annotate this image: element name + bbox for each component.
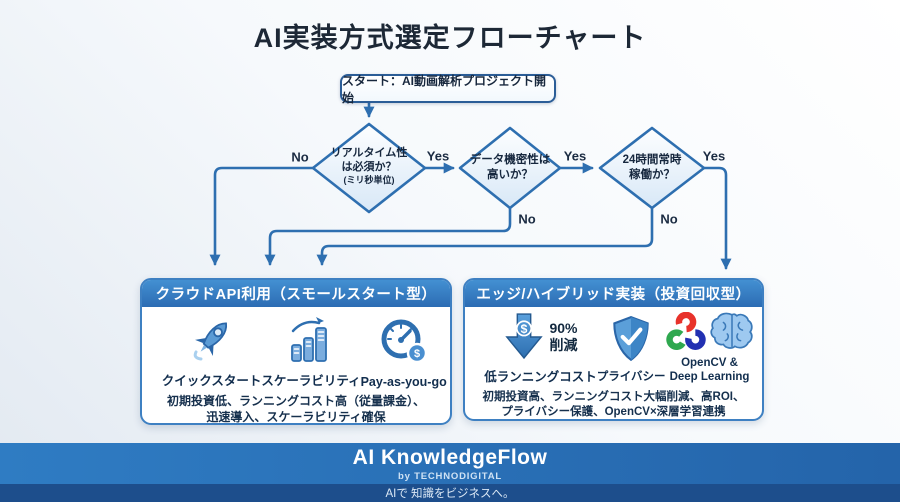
brand-name: AI KnowledgeFlow xyxy=(352,445,548,469)
low-running-cost-item: $ 90% 削減 低ランニングコスト xyxy=(484,309,597,385)
page-title: AI実装方式選定フローチャート xyxy=(253,23,647,53)
cloud-api-box: クラウドAPI利用（スモールスタート型） xyxy=(140,278,452,425)
pay-as-you-go-label: Pay-as-you-go xyxy=(360,375,447,389)
connector-d2-no xyxy=(264,206,512,266)
quick-start-label: クイックスタート xyxy=(161,374,262,388)
scalability-label: スケーラビリティ xyxy=(261,374,361,388)
cost-down-arrow-icon: $ xyxy=(505,312,544,359)
brand-byline: by TECHNODIGITAL xyxy=(398,470,502,482)
label-d3-no: No xyxy=(660,211,678,227)
privacy-shield-icon xyxy=(613,316,649,362)
footer-tagline-strip: AIで 知識をビジネスへ。 xyxy=(0,484,900,502)
flowchart-connectors xyxy=(209,101,732,270)
edge-hybrid-description: 初期投資高、ランニングコスト大幅削減、高ROI、 プライバシー保護、OpenCV… xyxy=(482,391,745,418)
dollar-glyph: $ xyxy=(414,348,420,360)
opencv-icon xyxy=(665,312,706,351)
label-d1-no: No xyxy=(291,149,309,165)
opencv-deep-learning-item: OpenCV & Deep Learning xyxy=(665,309,754,385)
decision-confidentiality-diamond xyxy=(458,126,562,210)
cloud-api-box-header: クラウドAPI利用（スモールスタート型） xyxy=(142,280,450,307)
connector-d3-yes xyxy=(702,166,732,270)
decision-24h-diamond xyxy=(598,126,706,210)
label-d2-no: No xyxy=(518,211,536,227)
brain-icon xyxy=(709,312,753,350)
label-d1-yes: Yes xyxy=(426,148,450,164)
pay-gauge-icon: $ xyxy=(381,319,427,364)
connector-d1-no xyxy=(209,166,315,266)
footer-band: AI KnowledgeFlow by TECHNODIGITAL xyxy=(0,443,900,484)
pay-as-you-go-item: $ Pay-as-you-go xyxy=(361,309,447,389)
cloud-api-description: 初期投資低、ランニングコスト高（従量課金）、 迅速導入、スケーラビリティ確保 xyxy=(166,394,425,424)
decision-24h-text: 24時間常時 稼働か？ xyxy=(622,154,682,181)
cost-reduction-badge: 90% 削減 xyxy=(549,320,578,353)
decision-confidentiality-text: データ機密性は 高いか？ xyxy=(469,154,551,181)
low-running-cost-label: 低ランニングコスト xyxy=(484,370,597,384)
decision-realtime-diamond xyxy=(311,122,427,214)
cloud-api-box-body: クイックスタート xyxy=(142,307,450,424)
footer-tagline: AIで 知識をビジネスへ。 xyxy=(385,488,515,500)
start-node: スタート：AI動画解析プロジェクト開始 xyxy=(340,74,556,105)
decision-realtime-text: リアルタイム性 は必須か？ (ミリ秒単位) xyxy=(330,146,408,185)
quick-start-item: クイックスタート xyxy=(161,309,262,389)
growth-chart-icon xyxy=(291,316,327,362)
privacy-item: プライバシー xyxy=(597,309,666,385)
connector-d3-no xyxy=(316,206,654,266)
privacy-label: プライバシー xyxy=(596,371,666,384)
dollar-glyph: $ xyxy=(521,322,528,336)
edge-hybrid-box: エッジ/ハイブリッド実装（投資回収型） $ xyxy=(463,278,764,421)
opencv-deep-learning-label: OpenCV & Deep Learning xyxy=(669,357,750,384)
edge-hybrid-box-body: $ 90% 削減 低ランニングコスト xyxy=(465,307,762,419)
label-d2-yes: Yes xyxy=(563,148,587,164)
edge-hybrid-box-header: エッジ/ハイブリッド実装（投資回収型） xyxy=(465,280,762,307)
label-d3-yes: Yes xyxy=(702,148,726,164)
scalability-item: スケーラビリティ xyxy=(261,309,361,389)
rocket-icon xyxy=(193,321,227,360)
